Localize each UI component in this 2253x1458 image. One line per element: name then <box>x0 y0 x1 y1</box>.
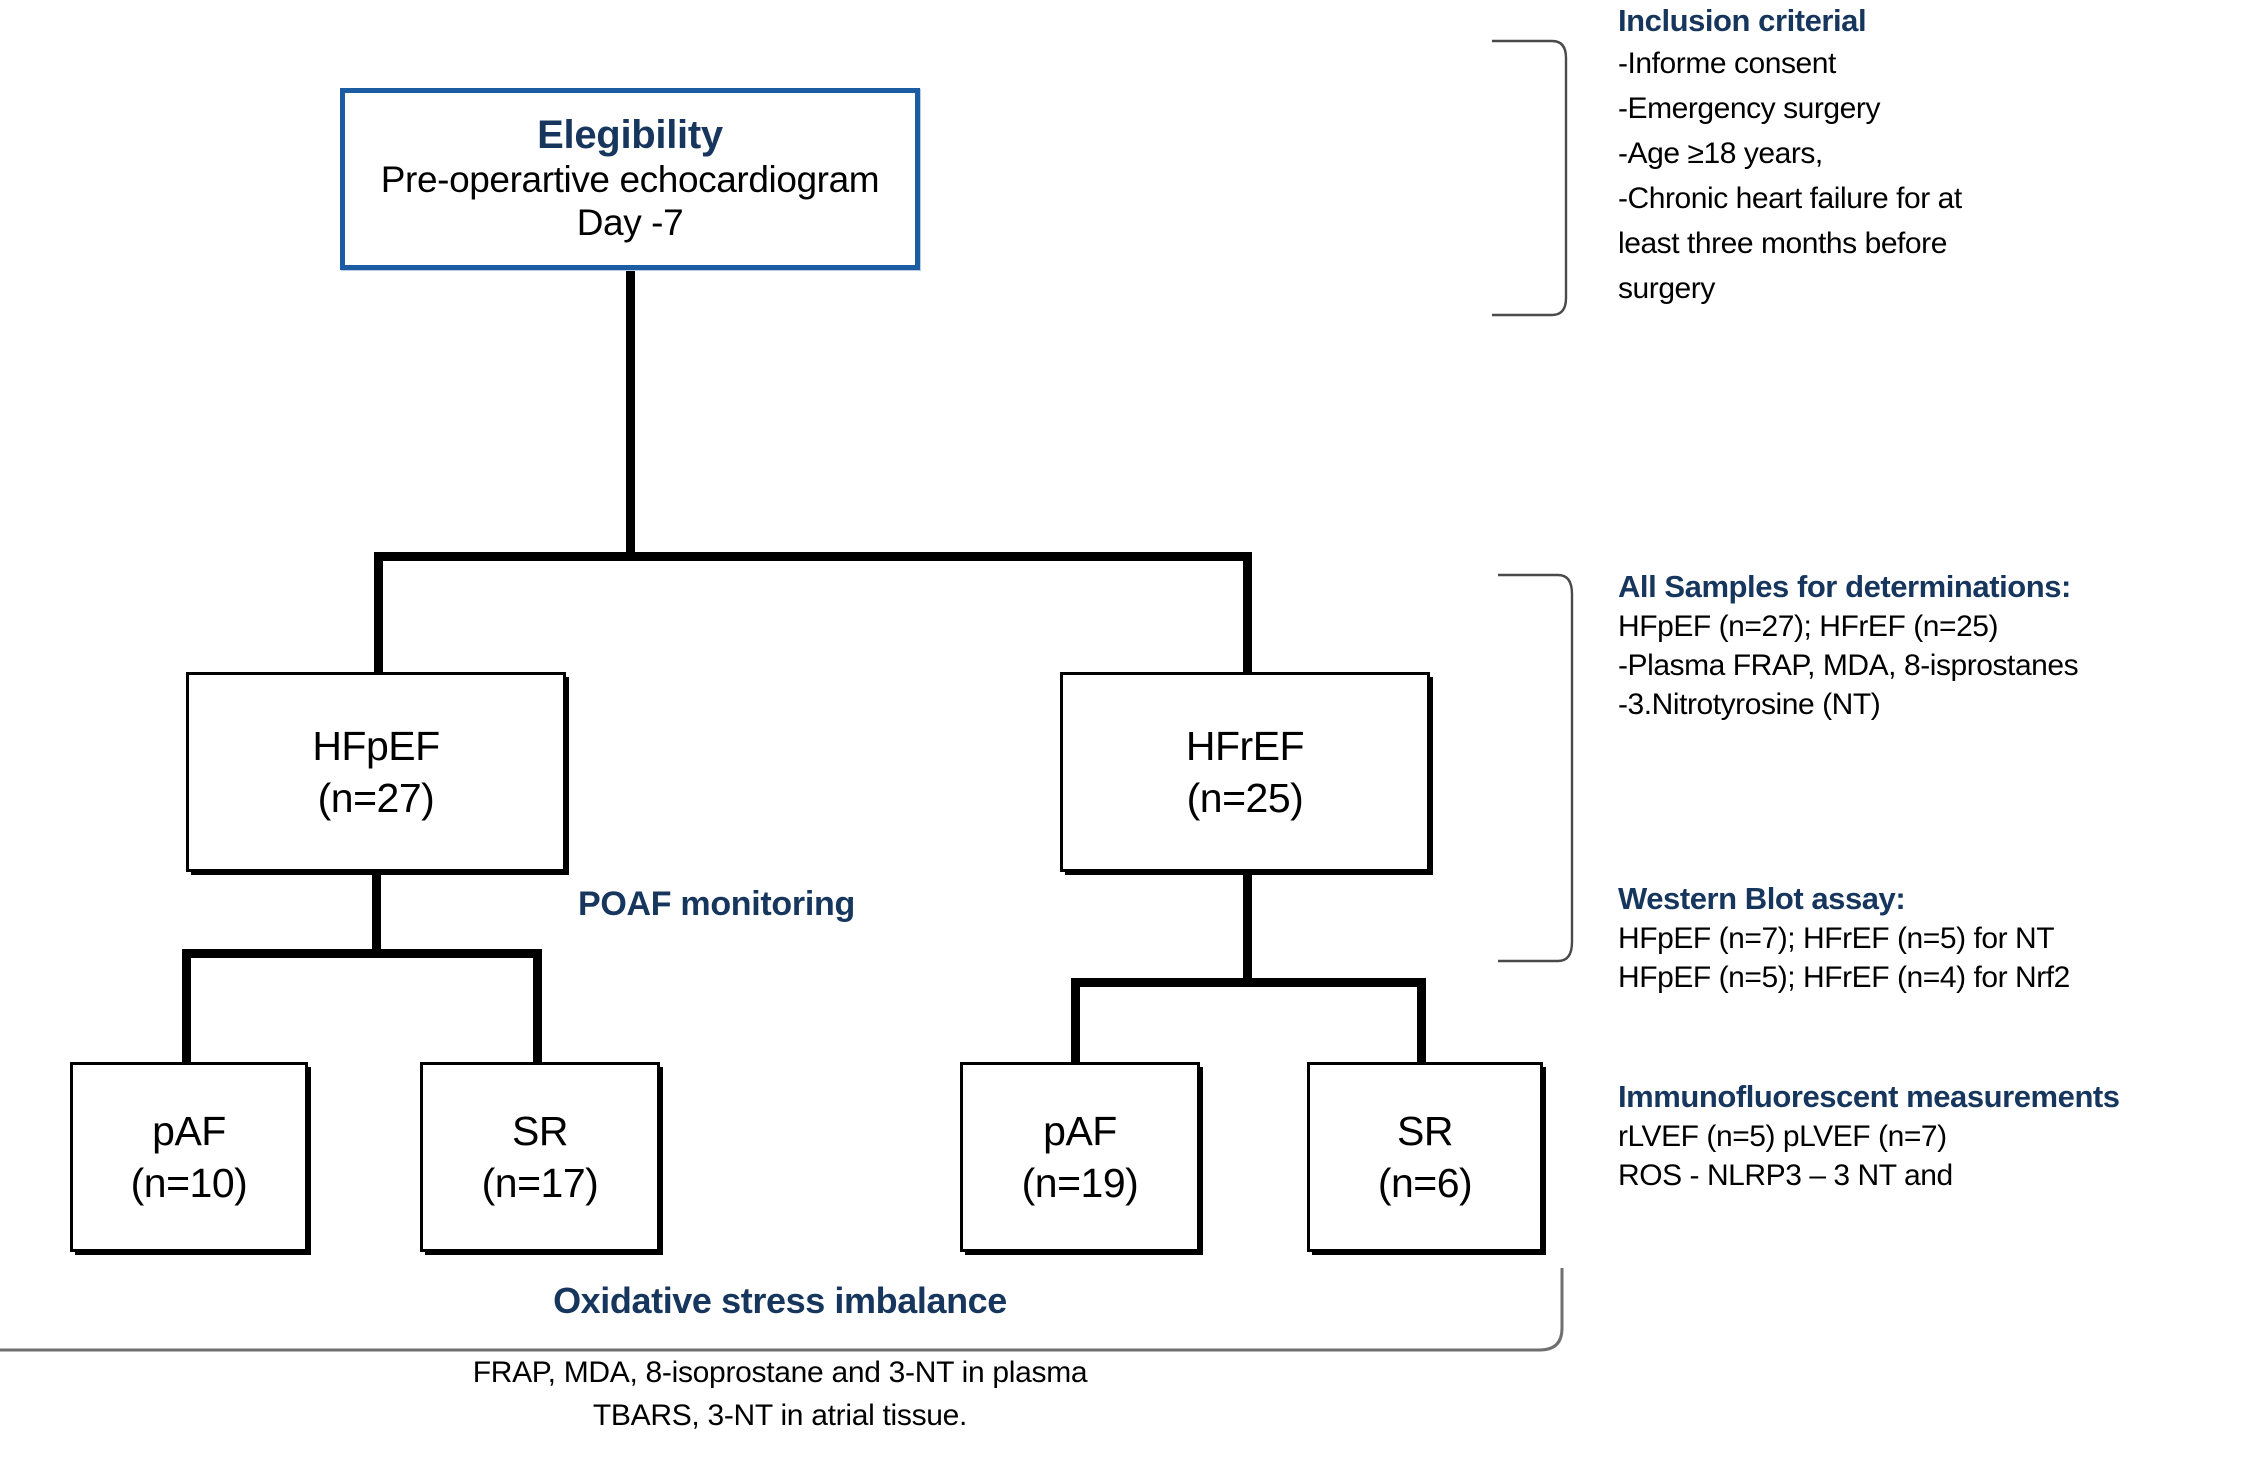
connector-bar-hfpef-children <box>182 949 542 958</box>
all-samples-line-2: -Plasma FRAP, MDA, 8-isprostanes <box>1618 649 2079 683</box>
paf-left-label: pAF <box>152 1107 226 1154</box>
connector-drop-sr-left <box>533 949 542 1065</box>
eligibility-title: Elegibility <box>537 112 723 157</box>
hfref-count: (n=25) <box>1186 775 1304 821</box>
connector-bar-level2 <box>374 552 1252 561</box>
inclusion-line-1: -Informe consent <box>1618 47 1836 81</box>
paf-right-count: (n=19) <box>1021 1160 1139 1206</box>
sr-left-label: SR <box>512 1107 568 1154</box>
inclusion-line-6: surgery <box>1618 272 1715 306</box>
paf-left-count: (n=10) <box>130 1160 248 1206</box>
immunofluorescent-line-2: ROS - NLRP3 – 3 NT and <box>1618 1159 1953 1193</box>
western-blot-line-2: HFpEF (n=5); HFrEF (n=4) for Nrf2 <box>1618 961 2070 995</box>
connector-stem-eligibility <box>626 270 635 558</box>
connector-drop-paf-right <box>1071 978 1080 1066</box>
inclusion-line-4: -Chronic heart failure for at <box>1618 182 1962 216</box>
node-hfref: HFrEF (n=25) <box>1060 672 1430 872</box>
hfpef-label: HFpEF <box>312 722 440 769</box>
oxidative-stress-title: Oxidative stress imbalance <box>553 1280 1007 1321</box>
annotation-inclusion: Inclusion criterial -Informe consent -Em… <box>1618 2 1962 311</box>
oxidative-line-1: FRAP, MDA, 8-isoprostane and 3-NT in pla… <box>472 1356 1088 1389</box>
inclusion-heading: Inclusion criterial <box>1618 3 1867 38</box>
inclusion-line-3: -Age ≥18 years, <box>1618 137 1823 171</box>
hfpef-count: (n=27) <box>317 775 435 821</box>
bracket-samples <box>1498 573 1574 963</box>
inclusion-line-5: least three months before <box>1618 227 1947 261</box>
node-eligibility: Elegibility Pre-operartive echocardiogra… <box>340 88 920 270</box>
western-blot-heading: Western Blot assay: <box>1618 881 1906 916</box>
all-samples-line-1: HFpEF (n=27); HFrEF (n=25) <box>1618 610 1999 644</box>
western-blot-line-1: HFpEF (n=7); HFrEF (n=5) for NT <box>1618 922 2055 956</box>
oxidative-line-2: TBARS, 3-NT in atrial tissue. <box>592 1398 968 1432</box>
connector-drop-hfref <box>1243 552 1252 676</box>
sr-left-count: (n=17) <box>481 1160 599 1206</box>
connector-bar-hfref-children <box>1071 978 1426 987</box>
bracket-inclusion <box>1492 39 1568 317</box>
connector-drop-hfpef <box>374 552 383 676</box>
immunofluorescent-heading: Immunofluorescent measurements <box>1618 1079 2120 1114</box>
node-hfpef: HFpEF (n=27) <box>186 672 566 872</box>
paf-right-label: pAF <box>1043 1107 1117 1154</box>
inclusion-line-2: -Emergency surgery <box>1618 92 1880 126</box>
poaf-monitoring-label: POAF monitoring <box>578 885 855 923</box>
immunofluorescent-line-1: rLVEF (n=5) pLVEF (n=7) <box>1618 1120 1947 1154</box>
connector-stem-hfpef <box>372 875 381 957</box>
node-paf-hfpef: pAF (n=10) <box>70 1062 308 1252</box>
all-samples-line-3: -3.Nitrotyrosine (NT) <box>1618 688 1881 722</box>
connector-stem-hfref <box>1243 875 1252 985</box>
annotation-immunofluorescent: Immunofluorescent measurements rLVEF (n=… <box>1618 1078 2120 1195</box>
node-sr-hfref: SR (n=6) <box>1307 1062 1543 1252</box>
hfref-label: HFrEF <box>1185 722 1305 769</box>
eligibility-day: Day -7 <box>576 202 684 244</box>
annotation-western-blot: Western Blot assay: HFpEF (n=7); HFrEF (… <box>1618 880 2070 997</box>
annotation-all-samples: All Samples for determinations: HFpEF (n… <box>1618 568 2079 724</box>
node-sr-hfpef: SR (n=17) <box>420 1062 660 1252</box>
node-paf-hfref: pAF (n=19) <box>960 1062 1200 1252</box>
bracket-oxidative <box>0 1268 1564 1352</box>
eligibility-subtitle: Pre-operartive echocardiogram <box>380 158 880 200</box>
sr-right-label: SR <box>1397 1107 1453 1154</box>
sr-right-count: (n=6) <box>1377 1160 1473 1206</box>
connector-drop-sr-right <box>1417 978 1426 1066</box>
all-samples-heading: All Samples for determinations: <box>1618 569 2071 604</box>
oxidative-stress-details: FRAP, MDA, 8-isoprostane and 3-NT in pla… <box>0 1352 1560 1437</box>
connector-drop-paf-left <box>182 949 191 1065</box>
